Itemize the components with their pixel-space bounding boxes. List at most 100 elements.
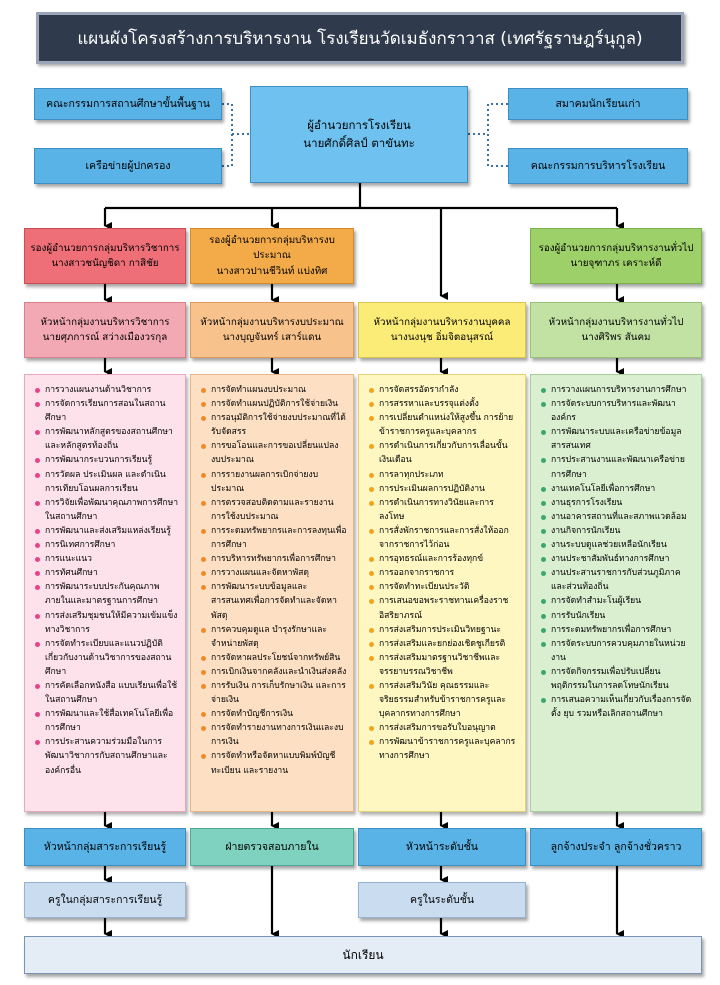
parent-network-box: เครือข่ายผู้ปกครอง xyxy=(34,148,222,184)
personnel-duty-item: การดำเนินการเกี่ยวกับการเลื่อนขั้นเงินเด… xyxy=(367,439,519,467)
head-academic-box: หัวหน้ากลุ่มงานบริหารวิชาการ นายศุภการณ์… xyxy=(24,302,186,358)
head-budget-box: หัวหน้ากลุ่มงานบริหารงบประมาณ นางบุญจันท… xyxy=(190,302,354,358)
budget-duty-item: การรายงานผลการเบิกจ่ายงบประมาณ xyxy=(199,468,347,496)
academic-duty-item: การทัศนศึกษา xyxy=(33,566,179,580)
general-duty-item: การจัดระบบการบริหารและพัฒนาองค์กร xyxy=(539,397,695,425)
academic-duty-item: การวัดผล ประเมินผล และดำเนินการเทียบโอนผ… xyxy=(33,468,179,496)
academic-duty-item: การพัฒนากระบวนการเรียนรู้ xyxy=(33,453,179,467)
personnel-duty-item: การลาทุกประเภท xyxy=(367,468,519,482)
personnel-duty-item: การส่งเสริมมาตรฐานวิชาชีพและจรรยาบรรณวิช… xyxy=(367,651,519,679)
head-general-name: นางศิริพร สันคม xyxy=(581,332,651,343)
deputy-general-box: รองผู้อำนวยการกลุ่มบริหารงานทั่วไป นายจุ… xyxy=(530,228,702,284)
budget-duty-item: การจัดหาผลประโยชน์จากทรัพย์สิน xyxy=(199,651,347,665)
director-box: ผู้อำนวยการโรงเรียน นายศักดิ์ศิลป์ ตาขัน… xyxy=(250,86,468,183)
personnel-duty-item: การดำเนินการทางวินัยและการลงโทษ xyxy=(367,496,519,524)
director-name: นายศักดิ์ศิลป์ ตาขันทะ xyxy=(303,135,415,150)
deputy-budget-role: รองผู้อำนวยการกลุ่มบริหารงบประมาณ xyxy=(209,235,335,262)
personnel-duty-item: การออกจากราชการ xyxy=(367,566,519,580)
school-board-box: คณะกรรมการบริหารโรงเรียน xyxy=(508,148,688,184)
general-duty-item: งานระบบดูแลช่วยเหลือนักเรียน xyxy=(539,538,695,552)
head-budget-role: หัวหน้ากลุ่มงานบริหารงบประมาณ xyxy=(200,316,344,328)
general-duty-item: การวางแผนการบริหารงานการศึกษา xyxy=(539,383,695,397)
personnel-duty-item: การสรรหาและบรรจุแต่งตั้ง xyxy=(367,397,519,411)
subject-group-heads-box: หัวหน้ากลุ่มสาระการเรียนรู้ xyxy=(24,828,186,866)
budget-duty-item: การเบิกเงินจากคลังและนำเงินส่งคลัง xyxy=(199,665,347,679)
general-duties-list: การวางแผนการบริหารงานการศึกษาการจัดระบบก… xyxy=(530,374,702,812)
deputy-academic-role: รองผู้อำนวยการกลุ่มบริหารวิชาการ xyxy=(30,242,180,254)
academic-duty-item: การจัดทำระเบียบและแนวปฏิบัติเกี่ยวกับงาน… xyxy=(33,637,179,679)
deputy-budget-name: นางสาวปานชีวินท์ แบ่งทิศ xyxy=(216,265,328,277)
budget-duty-item: การตรวจสอบติดตามและรายงานการใช้งบประมาณ xyxy=(199,496,347,524)
academic-duty-item: การประสานความร่วมมือในการพัฒนาวิชาการกับ… xyxy=(33,735,179,777)
basic-education-committee-box: คณะกรรมการสถานศึกษาขั้นพื้นฐาน xyxy=(34,88,222,120)
general-duty-item: งานประชาสัมพันธ์ทางการศึกษา xyxy=(539,552,695,566)
budget-duty-item: การจัดทำแผนงบประมาณ xyxy=(199,383,347,397)
general-duty-item: งานธุรการโรงเรียน xyxy=(539,496,695,510)
personnel-duty-item: การส่งเสริมการขอรับใบอนุญาต xyxy=(367,721,519,735)
general-duty-item: งานเทคโนโลยีเพื่อการศึกษา xyxy=(539,482,695,496)
head-budget-name: นางบุญจันทร์ เสาร์แดน xyxy=(222,332,322,343)
deputy-academic-name: นางสาวชนัญชิดา กาสิชัย xyxy=(51,258,159,269)
director-role: ผู้อำนวยการโรงเรียน xyxy=(307,117,411,132)
academic-duties-list: การวางแผนงานด้านวิชาการการจัดการเรียนการ… xyxy=(24,374,186,812)
grade-level-heads-box: หัวหน้าระดับชั้น xyxy=(358,828,526,866)
budget-duty-item: การรับเงิน การเก็บรักษาเงิน และการจ่ายเง… xyxy=(199,679,347,707)
deputy-general-role: รองผู้อำนวยการกลุ่มบริหารงานทั่วไป xyxy=(538,242,694,254)
personnel-duty-item: การเปลี่ยนตำแหน่งให้สูงขึ้น การย้ายข้ารา… xyxy=(367,411,519,439)
general-duty-item: การประสานงานและพัฒนาเครือข่ายการศึกษา xyxy=(539,453,695,481)
academic-duty-item: การจัดการเรียนการสอนในสถานศึกษา xyxy=(33,397,179,425)
staff-employees-box: ลูกจ้างประจำ ลูกจ้างชั่วคราว xyxy=(530,828,702,866)
deputy-academic-box: รองผู้อำนวยการกลุ่มบริหารวิชาการ นางสาวช… xyxy=(24,228,186,284)
personnel-duty-item: การจัดสรรอัตรากำลัง xyxy=(367,383,519,397)
academic-duty-item: การแนะแนว xyxy=(33,552,179,566)
deputy-budget-box: รองผู้อำนวยการกลุ่มบริหารงบประมาณ นางสาว… xyxy=(190,228,354,284)
budget-duty-item: การบริหารทรัพยากรเพื่อการศึกษา xyxy=(199,552,347,566)
budget-duty-item: การอนุมัติการใช้จ่ายงบประมาณที่ได้รับจัด… xyxy=(199,411,347,439)
alumni-association-box: สมาคมนักเรียนเก่า xyxy=(508,88,688,120)
academic-duty-item: การส่งเสริมชุมชนให้มีความเข้มแข็งทางวิชา… xyxy=(33,609,179,637)
personnel-duty-item: การอุทธรณ์และการร้องทุกข์ xyxy=(367,552,519,566)
personnel-duty-item: การประเมินผลการปฏิบัติงาน xyxy=(367,482,519,496)
budget-duty-item: การขอโอนและการขอเปลี่ยนแปลงงบประมาณ xyxy=(199,439,347,467)
personnel-duty-item: การพัฒนาข้าราชการครูและบุคลากรทางการศึกษ… xyxy=(367,735,519,763)
academic-duty-item: การพัฒนาและส่งเสริมแหล่งเรียนรู้ xyxy=(33,524,179,538)
personnel-duty-item: การสั่งพักราชการและการสั่งให้ออกจากราชกา… xyxy=(367,524,519,552)
personnel-duty-item: การจัดทำทะเบียนประวัติ xyxy=(367,580,519,594)
budget-duty-item: การระดมทรัพยากรและการลงทุนเพื่อการศึกษา xyxy=(199,524,347,552)
academic-duty-item: การนิเทศการศึกษา xyxy=(33,538,179,552)
personnel-duties-list: การจัดสรรอัตรากำลังการสรรหาและบรรจุแต่งต… xyxy=(358,374,526,812)
budget-duty-item: การจัดทำหรือจัดหาแบบพิมพ์บัญชี ทะเบียน แ… xyxy=(199,749,347,777)
head-general-role: หัวหน้ากลุ่มงานบริหารงานทั่วไป xyxy=(548,316,684,328)
general-duty-item: การระดมทรัพยากรเพื่อการศึกษา xyxy=(539,623,695,637)
general-duty-item: งานกิจการนักเรียน xyxy=(539,524,695,538)
budget-duty-item: การจัดทำแผนปฏิบัติการใช้จ่ายเงิน xyxy=(199,397,347,411)
page-title: แผนผังโครงสร้างการบริหารงาน โรงเรียนวัดเ… xyxy=(36,12,684,64)
deputy-general-name: นายจุฑาภร เคราะห์ดี xyxy=(570,258,662,269)
general-duty-item: งานประสานราชการกับส่วนภูมิภาคและส่วนท้อง… xyxy=(539,566,695,594)
budget-duty-item: การวางแผนและจัดหาพัสดุ xyxy=(199,566,347,580)
general-duty-item: การพัฒนาระบบและเครือข่ายข้อมูลสารสนเทศ xyxy=(539,425,695,453)
general-duty-item: การจัดกิจกรรมเพื่อปรับเปลี่ยนพฤติกรรมในก… xyxy=(539,665,695,693)
budget-duty-item: การควบคุมดูแล บำรุงรักษาและจำหน่ายพัสดุ xyxy=(199,623,347,651)
subject-group-teachers-box: ครูในกลุ่มสาระการเรียนรู้ xyxy=(24,882,186,918)
head-academic-name: นายศุภการณ์ สว่างเมืองวรกุล xyxy=(42,332,168,343)
personnel-duty-item: การส่งเสริมและยกย่องเชิดชูเกียรติ xyxy=(367,637,519,651)
general-duty-item: การจัดทำสำมะโนผู้เรียน xyxy=(539,594,695,608)
academic-duty-item: การพัฒนาและใช้สื่อเทคโนโลยีเพื่อการศึกษา xyxy=(33,707,179,735)
personnel-duty-item: การเสนอขอพระราชทานเครื่องราชอิสริยาภรณ์ xyxy=(367,594,519,622)
personnel-duty-item: การส่งเสริมการประเมินวิทยฐานะ xyxy=(367,623,519,637)
grade-level-teachers-box: ครูในระดับชั้น xyxy=(358,882,526,918)
head-personnel-name: นางนงนุช อิ่มจิตอนุสรณ์ xyxy=(390,332,494,343)
internal-audit-box: ฝ่ายตรวจสอบภายใน xyxy=(190,828,354,866)
academic-duty-item: การวางแผนงานด้านวิชาการ xyxy=(33,383,179,397)
academic-duty-item: การคัดเลือกหนังสือ แบบเรียนเพื่อใช้ในสถา… xyxy=(33,679,179,707)
head-general-box: หัวหน้ากลุ่มงานบริหารงานทั่วไป นางศิริพร… xyxy=(530,302,702,358)
personnel-duty-item: การส่งเสริมวินัย คุณธรรมและจริยธรรมสำหรั… xyxy=(367,679,519,721)
budget-duty-item: การจัดทำรายงานทางการเงินและงบการเงิน xyxy=(199,721,347,749)
general-duty-item: การรับนักเรียน xyxy=(539,609,695,623)
academic-duty-item: การพัฒนาหลักสูตรของสถานศึกษาและหลักสูตรท… xyxy=(33,425,179,453)
general-duty-item: การจัดระบบการควบคุมภายในหน่วยงาน xyxy=(539,637,695,665)
general-duty-item: งานอาคารสถานที่และสภาพแวดล้อม xyxy=(539,510,695,524)
academic-duty-item: การพัฒนาระบบประกันคุณภาพภายในและมาตรฐานก… xyxy=(33,580,179,608)
